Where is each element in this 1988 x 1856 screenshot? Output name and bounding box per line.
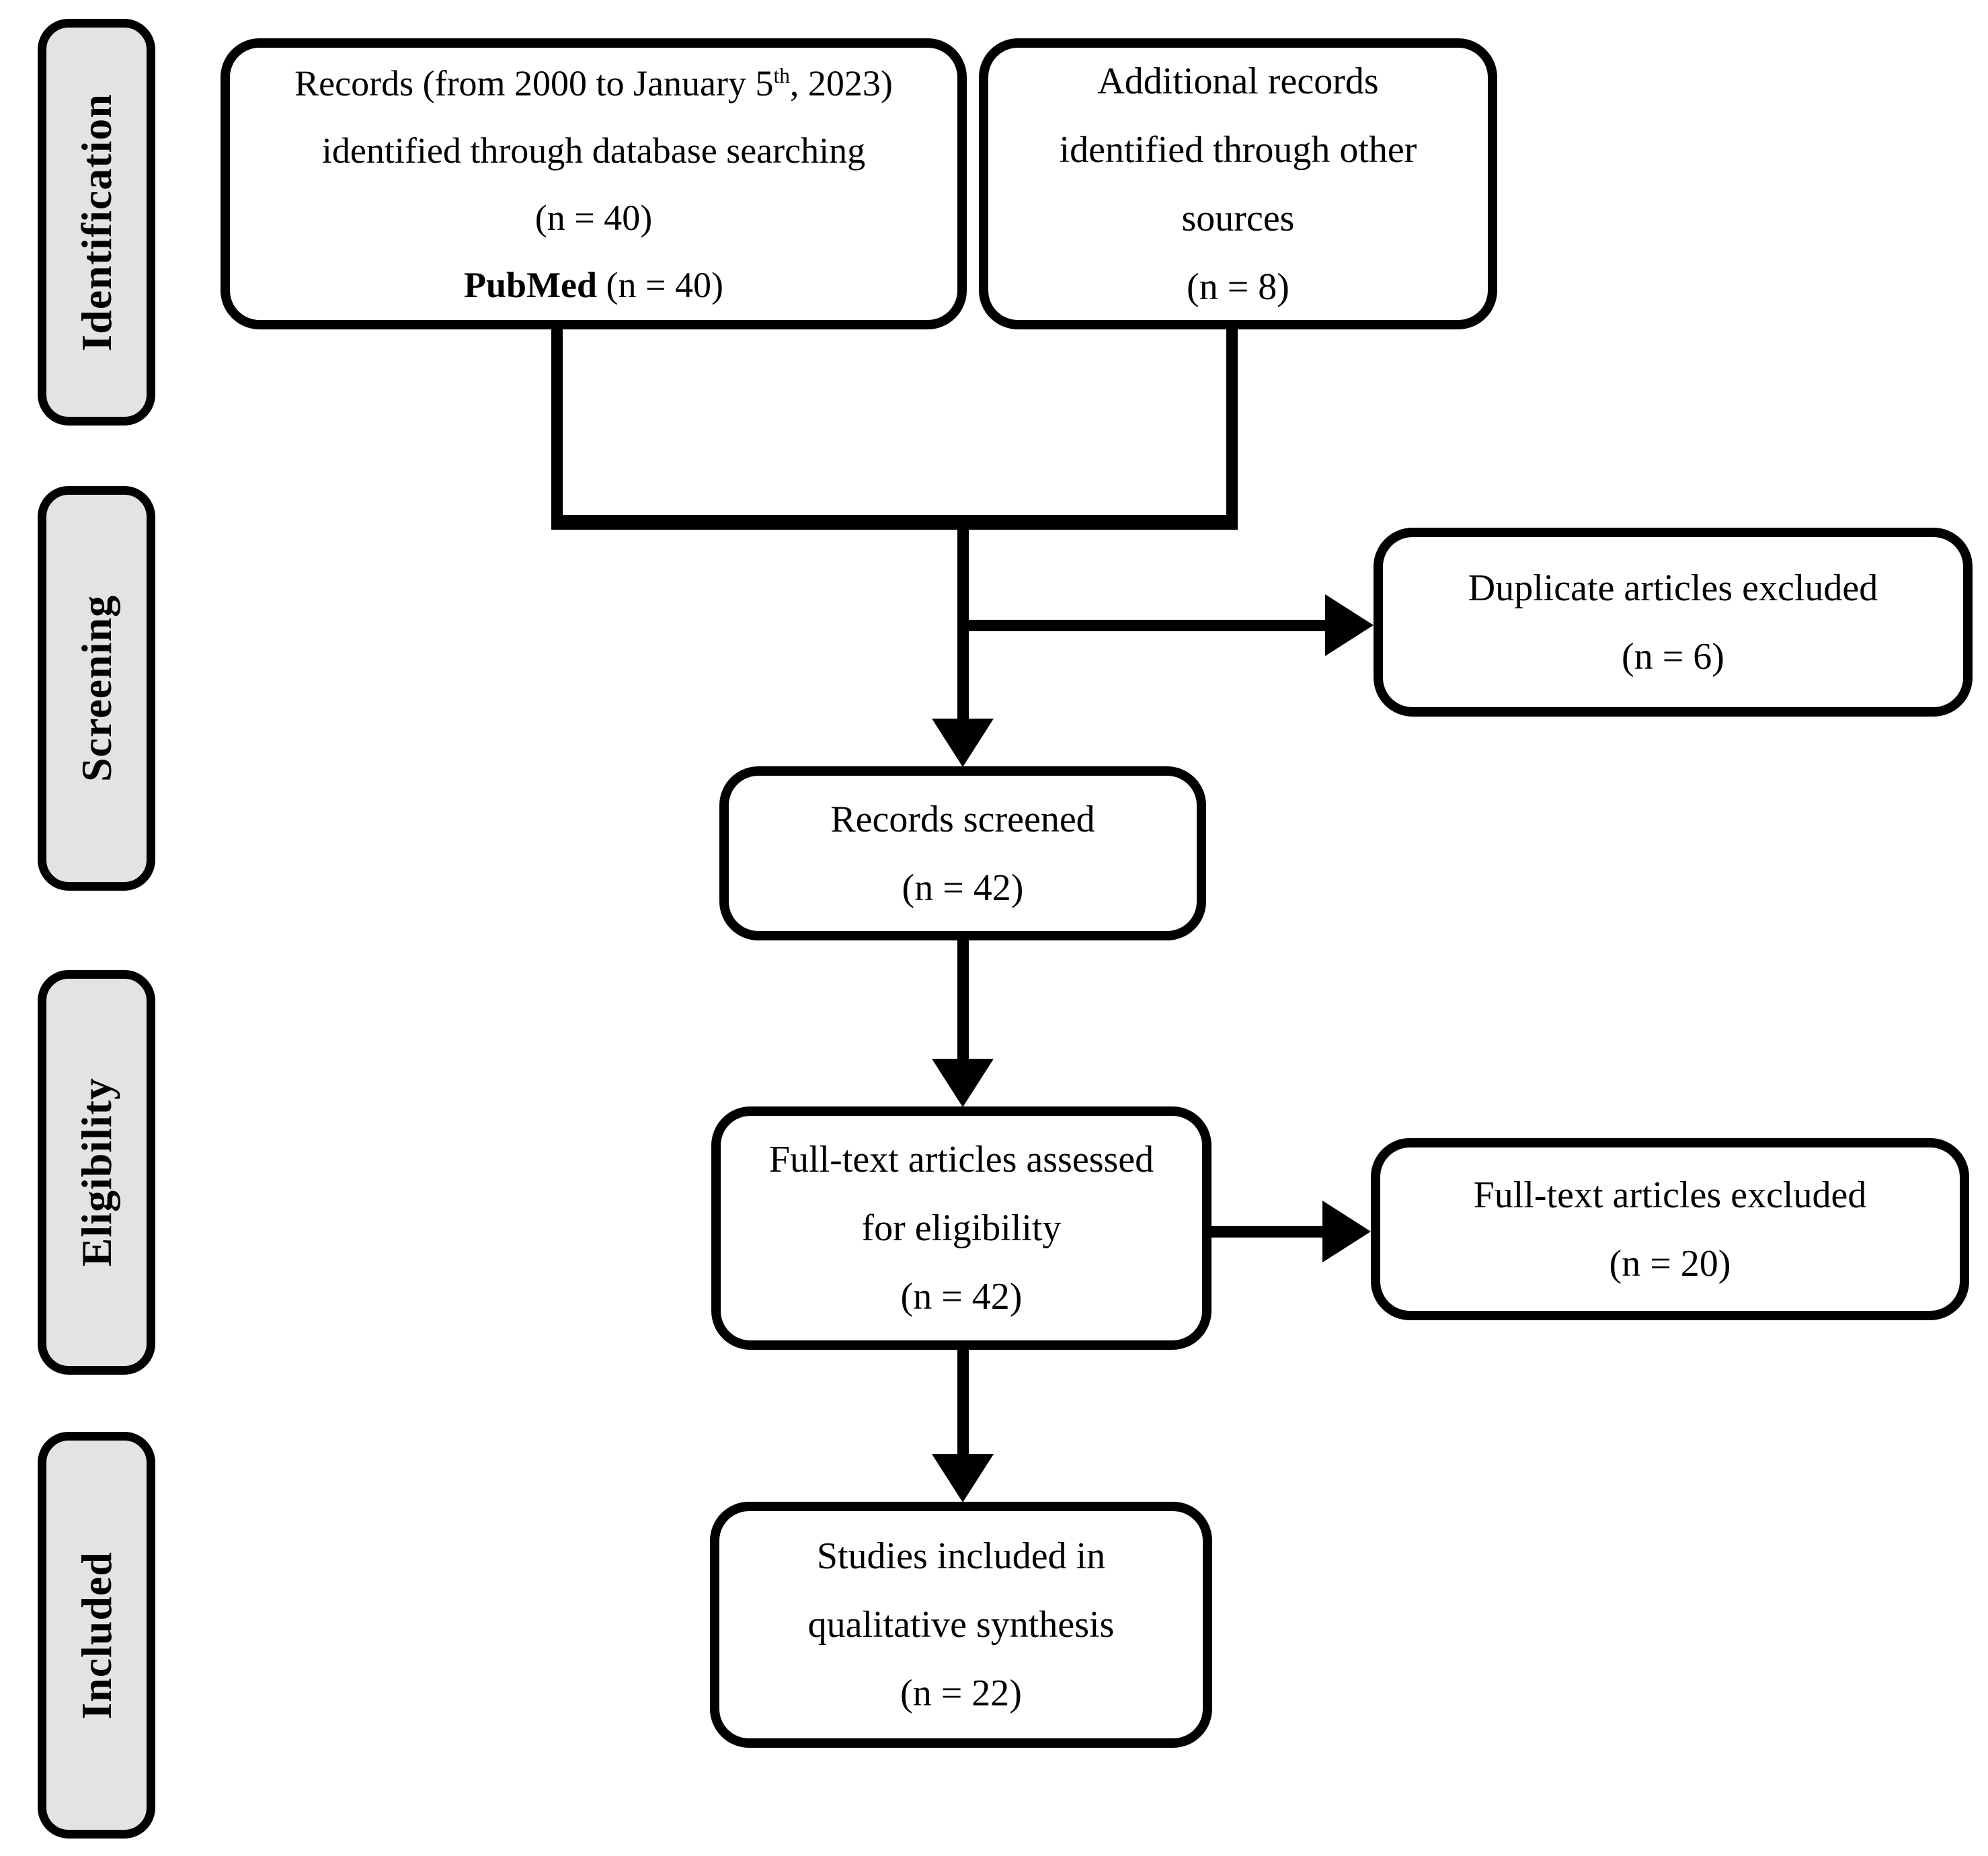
duplicates-excluded-line-1: Duplicate articles excluded bbox=[1468, 567, 1878, 609]
fulltext-assessed-line-2: for eligibility bbox=[861, 1207, 1062, 1249]
fulltext-excluded-line-1: Full-text articles excluded bbox=[1473, 1174, 1867, 1216]
studies-included-line-1: Studies included in bbox=[816, 1535, 1106, 1577]
additional-records-line-2: identified through other bbox=[1059, 128, 1417, 171]
connector-additional-records-down bbox=[1226, 328, 1238, 530]
arrowhead-down-to-fulltext-assessed-icon bbox=[932, 1059, 994, 1107]
box-fulltext-assessed: Full-text articles assessed for eligibil… bbox=[711, 1106, 1211, 1350]
records-identified-line-1: Records (from 2000 to January 5th, 2023) bbox=[294, 50, 893, 117]
duplicates-excluded-count: (n = 6) bbox=[1622, 635, 1724, 678]
stage-label-included: Included bbox=[38, 1432, 155, 1839]
connector-fulltext-to-fulltext-excluded bbox=[1210, 1226, 1323, 1238]
records-identified-line-1-post: , 2023) bbox=[789, 63, 893, 104]
box-studies-included: Studies included in qualitative synthesi… bbox=[710, 1502, 1212, 1748]
box-records-identified: Records (from 2000 to January 5th, 2023)… bbox=[221, 38, 967, 329]
connector-records-identified-down bbox=[551, 328, 563, 530]
pubmed-count: (n = 40) bbox=[597, 264, 723, 305]
stage-label-eligibility-text: Eligibility bbox=[72, 1078, 120, 1267]
additional-records-line-3: sources bbox=[1181, 197, 1295, 239]
stage-label-screening: Screening bbox=[38, 486, 155, 891]
box-duplicates-excluded: Duplicate articles excluded (n = 6) bbox=[1374, 528, 1973, 717]
connector-screened-to-fulltext-assessed bbox=[957, 938, 969, 1064]
fulltext-assessed-line-1: Full-text articles assessed bbox=[768, 1139, 1154, 1180]
connector-branch-to-duplicates-excluded bbox=[963, 620, 1326, 631]
records-identified-line-1-pre: Records (from 2000 to January 5 bbox=[294, 63, 774, 104]
arrowhead-right-to-fulltext-excluded-icon bbox=[1322, 1201, 1371, 1262]
arrowhead-down-to-studies-included-icon bbox=[932, 1454, 994, 1502]
records-identified-ordinal-superscript: th bbox=[773, 63, 790, 87]
stage-label-screening-text: Screening bbox=[72, 594, 120, 782]
fulltext-excluded-count: (n = 20) bbox=[1609, 1242, 1731, 1285]
arrowhead-down-to-records-screened-icon bbox=[932, 719, 994, 767]
studies-included-line-2: qualitative synthesis bbox=[807, 1604, 1115, 1646]
connector-fulltext-to-studies-included bbox=[957, 1347, 969, 1460]
stage-label-identification-text: Identification bbox=[72, 93, 120, 352]
additional-records-count: (n = 8) bbox=[1187, 266, 1289, 308]
connector-merge-horizontal bbox=[551, 515, 1238, 530]
arrowhead-right-to-duplicates-excluded-icon bbox=[1325, 594, 1374, 656]
box-fulltext-excluded: Full-text articles excluded (n = 20) bbox=[1371, 1138, 1969, 1320]
records-identified-line-2: identified through database searching bbox=[321, 130, 866, 171]
stage-label-eligibility: Eligibility bbox=[38, 970, 155, 1375]
records-identified-line-4: PubMed (n = 40) bbox=[464, 251, 723, 319]
additional-records-line-1: Additional records bbox=[1097, 60, 1379, 102]
records-screened-count: (n = 42) bbox=[902, 866, 1024, 909]
records-identified-count: (n = 40) bbox=[534, 197, 653, 238]
fulltext-assessed-count: (n = 42) bbox=[900, 1276, 1023, 1318]
pubmed-label: PubMed bbox=[464, 264, 598, 305]
records-screened-line-1: Records screened bbox=[830, 798, 1095, 840]
stage-label-identification: Identification bbox=[38, 19, 155, 426]
studies-included-count: (n = 22) bbox=[900, 1672, 1022, 1714]
box-additional-records: Additional records identified through ot… bbox=[979, 38, 1497, 329]
box-records-screened: Records screened (n = 42) bbox=[719, 766, 1206, 940]
stage-label-included-text: Included bbox=[72, 1551, 120, 1720]
